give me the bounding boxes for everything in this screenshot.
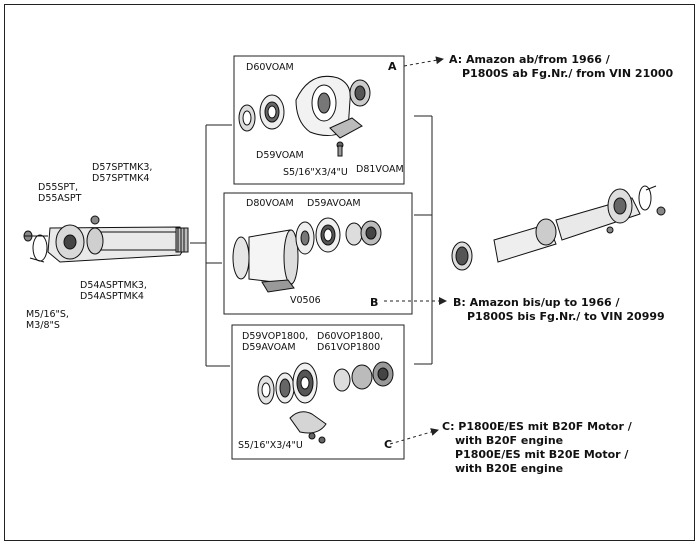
box-a-letter: A	[388, 60, 397, 73]
label-screw-c: S5/16"X3/4"U	[238, 440, 303, 451]
box-c-frame	[231, 324, 405, 460]
label-d54-line1: D54ASPTMK3,	[80, 280, 147, 291]
caption-a-line1: A: Amazon ab/from 1966 /	[449, 53, 610, 66]
caption-c-line3: P1800E/ES mit B20E Motor /	[455, 448, 629, 461]
arrow-a	[403, 56, 444, 67]
box-b-frame	[223, 192, 413, 315]
label-v0506: V0506	[290, 295, 321, 306]
right-bracket	[414, 115, 433, 365]
box-c-parts	[257, 361, 394, 444]
box-b-letter: B	[370, 296, 379, 309]
label-m5-line1: M5/16"S,	[26, 309, 69, 320]
label-d55-line1: D55SPT,	[38, 182, 78, 193]
label-d54-line2: D54ASPTMK4	[80, 291, 144, 302]
arrow-c	[389, 428, 439, 445]
caption-a-line2: P1800S ab Fg.Nr./ from VIN 21000	[462, 67, 674, 80]
box-c-letter: C	[384, 438, 393, 451]
left-bracket	[190, 124, 232, 367]
box-a-parts	[238, 75, 371, 157]
caption-c-line2: with B20F engine	[455, 434, 564, 447]
caption-b-line1: B: Amazon bis/up to 1966 /	[453, 296, 620, 309]
label-screw-a: S5/16"X3/4"U	[283, 167, 348, 178]
label-m5-line2: M3/8"S	[26, 320, 60, 331]
rear-shaft-assembly	[451, 185, 666, 271]
main-propeller-shaft	[23, 215, 189, 263]
diagram-frame	[4, 4, 695, 541]
label-d55-line2: D55ASPT	[38, 193, 82, 204]
label-d59vop-line2: D59AVOAM	[242, 342, 296, 353]
label-d59avoam: D59AVOAM	[307, 198, 361, 209]
label-d60vop-line2: D61VOP1800	[317, 342, 381, 353]
box-a-frame	[233, 55, 405, 185]
label-d60vop-line1: D60VOP1800,	[317, 331, 384, 342]
label-d59voam: D59VOAM	[256, 150, 304, 161]
label-d81voam: D81VOAM	[356, 164, 404, 175]
label-d60voam: D60VOAM	[246, 62, 294, 73]
label-d59vop-line1: D59VOP1800,	[242, 331, 309, 342]
caption-b-line2: P1800S bis Fg.Nr./ to VIN 20999	[467, 310, 665, 323]
caption-c-line1: C: P1800E/ES mit B20F Motor /	[442, 420, 632, 433]
box-b-parts	[232, 217, 382, 293]
label-d57-line1: D57SPTMK3,	[92, 162, 153, 173]
label-d57-line2: D57SPTMK4	[92, 173, 150, 184]
label-d80voam: D80VOAM	[246, 198, 294, 209]
caption-c-line4: with B20E engine	[455, 462, 564, 475]
